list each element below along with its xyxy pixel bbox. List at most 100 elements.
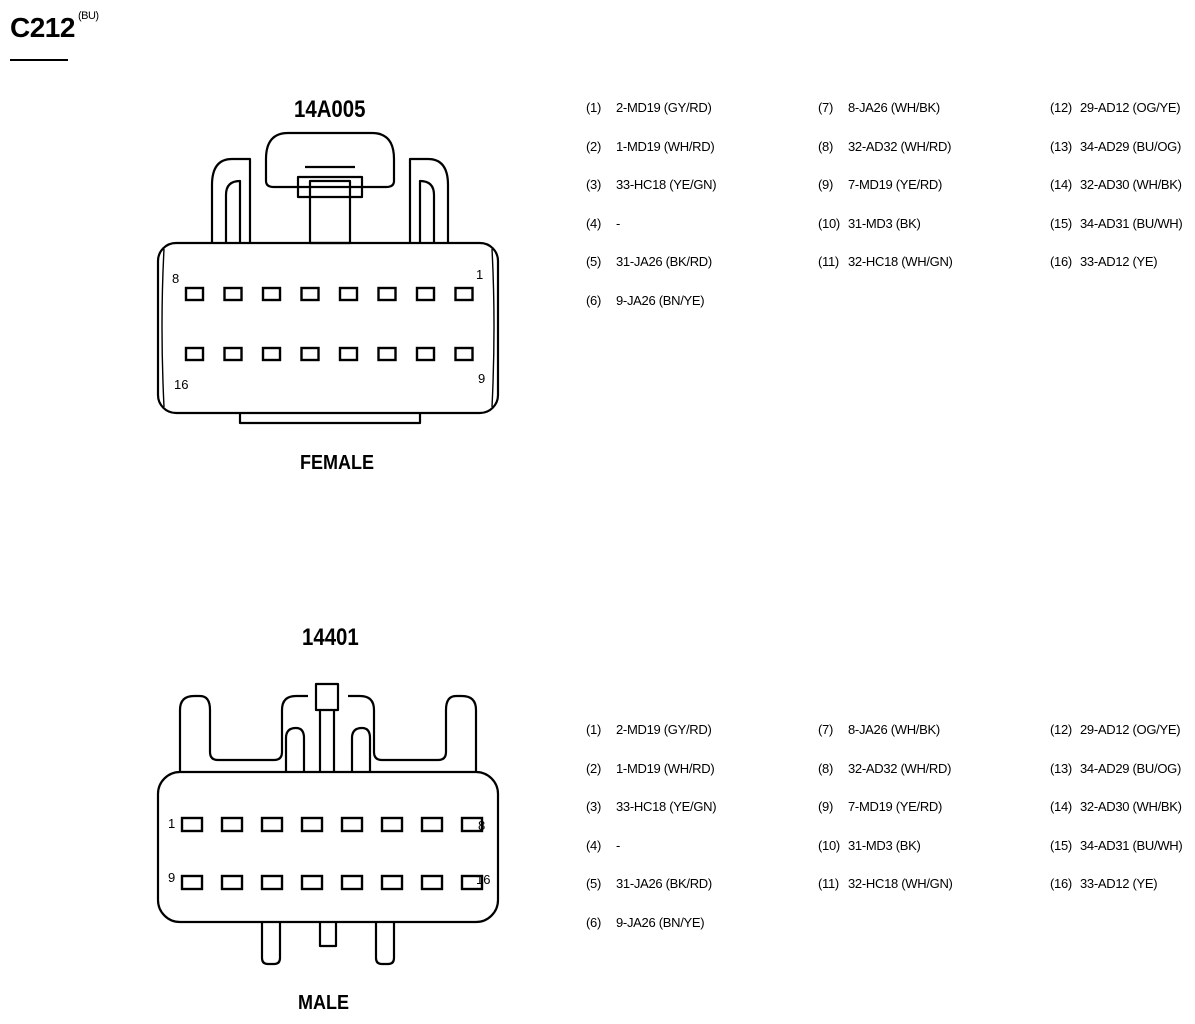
pin-number: (13) bbox=[1050, 760, 1072, 776]
pin-number: (14) bbox=[1050, 177, 1072, 192]
pin-entry: (3)33-HC18 (YE/GN) bbox=[586, 177, 717, 192]
pin-cavity bbox=[415, 286, 436, 302]
pin-cavity bbox=[260, 874, 284, 891]
pin-cavity bbox=[377, 286, 397, 302]
pin-entry: (16)33-AD12 (YE) bbox=[1050, 254, 1158, 269]
pin-cavity bbox=[420, 874, 444, 891]
male-corner-top-right: 8 bbox=[478, 818, 485, 833]
male-peg-left bbox=[260, 922, 282, 966]
pin-cavity bbox=[223, 286, 243, 302]
pin-number: (9) bbox=[818, 799, 833, 814]
pin-circuit: 34-AD29 (BU/OG) bbox=[1080, 138, 1181, 154]
pin-number: (5) bbox=[586, 876, 601, 891]
pin-entry: (8)32-AD32 (WH/RD) bbox=[818, 761, 951, 776]
pin-number: (2) bbox=[586, 760, 601, 776]
female-corner-bottom-left: 16 bbox=[174, 377, 188, 392]
pin-cavity bbox=[300, 874, 324, 891]
pin-circuit: 2-MD19 (GY/RD) bbox=[616, 722, 712, 737]
pin-circuit: 32-AD30 (WH/BK) bbox=[1080, 177, 1182, 192]
pin-entry: (8) 32-AD32 (WH/RD) bbox=[818, 139, 951, 154]
pin-cavity bbox=[260, 816, 284, 833]
pin-cavity bbox=[300, 816, 324, 833]
pin-circuit: 8-JA26 (WH/BK) bbox=[848, 100, 940, 115]
pin-circuit: 33-AD12 (YE) bbox=[1080, 254, 1158, 269]
pin-cavity bbox=[377, 346, 397, 362]
pin-circuit: 9-JA26 (BN/YE) bbox=[616, 914, 705, 930]
pin-circuit: 32-AD32 (WH/RD) bbox=[848, 138, 952, 154]
pin-circuit: 33-AD12 (YE) bbox=[1080, 876, 1158, 891]
pin-cavity bbox=[415, 346, 436, 362]
pin-entry: (9)7-MD19 (YE/RD) bbox=[818, 177, 942, 192]
pin-entry: (5)31-JA26 (BK/RD) bbox=[586, 254, 712, 269]
pin-entry: (2)1-MD19 (WH/RD) bbox=[586, 139, 715, 154]
male-corner-top-left: 1 bbox=[168, 816, 175, 831]
pin-entry: (7)8-JA26 (WH/BK) bbox=[818, 100, 940, 115]
pin-entry: (12) 29-AD12 (OG/YE) bbox=[1050, 722, 1181, 737]
female-right-ear bbox=[408, 157, 450, 243]
connector-color-code: (BU) bbox=[77, 10, 99, 22]
pin-circuit: 2-MD19 (GY/RD) bbox=[616, 100, 712, 115]
pin-entry: (2) 1-MD19 (WH/RD) bbox=[586, 760, 715, 776]
pin-number: (14) bbox=[1050, 799, 1072, 814]
pin-number: (10) bbox=[818, 215, 840, 231]
female-gender-label: FEMALE bbox=[300, 452, 374, 474]
female-pin-list: (1)2-MD19 (GY/RD)(2)1-MD19 (WH/RD)(3)33-… bbox=[586, 100, 1186, 320]
pin-entry: (6)9-JA26 (BN/YE) bbox=[586, 293, 705, 308]
pin-number: (16) bbox=[1050, 876, 1072, 891]
male-peg-right bbox=[374, 922, 396, 966]
pin-cavity bbox=[340, 874, 364, 891]
male-gender-label: MALE bbox=[298, 992, 350, 1014]
male-pin-list: (1) 2-MD19 (GY/RD) (2) 1-MD19 (WH/RD) (3) 33-… bbox=[586, 722, 1186, 942]
male-center-key bbox=[314, 682, 340, 712]
pin-cavity bbox=[420, 816, 444, 833]
title-underline bbox=[10, 59, 68, 61]
pin-entry: (4)- bbox=[586, 838, 620, 853]
female-bottom-tab bbox=[238, 413, 422, 425]
connector-id: C212 bbox=[10, 12, 75, 43]
pin-cavity bbox=[340, 816, 364, 833]
pin-number: (15) bbox=[1050, 837, 1072, 853]
male-corner-bottom-left: 9 bbox=[168, 870, 175, 885]
female-center-key bbox=[308, 179, 352, 245]
pin-cavity bbox=[338, 286, 359, 302]
pin-entry: (12)29-AD12 (OG/YE) bbox=[1050, 100, 1181, 115]
pin-entry: (16) 33-AD12 (YE) bbox=[1050, 876, 1158, 891]
pin-number: (13) bbox=[1050, 138, 1072, 154]
pin-circuit: 34-AD29 (BU/OG) bbox=[1080, 760, 1181, 776]
pin-number: (12) bbox=[1050, 722, 1072, 737]
male-body bbox=[156, 770, 500, 924]
pin-circuit: 1-MD19 (WH/RD) bbox=[616, 760, 715, 776]
pin-number: (10) bbox=[818, 837, 840, 853]
pin-circuit: - bbox=[616, 837, 621, 853]
male-part-number: 14401 bbox=[302, 624, 359, 651]
pin-number: (3) bbox=[586, 799, 601, 814]
pin-circuit: 32-HC18 (WH/GN) bbox=[848, 876, 953, 891]
female-left-ear bbox=[210, 157, 252, 243]
female-corner-top-left: 8 bbox=[172, 271, 179, 286]
pin-entry: (6) 9-JA26 (BN/YE) bbox=[586, 914, 705, 930]
pin-number: (6) bbox=[586, 914, 601, 930]
pin-entry: (13) 34-AD29 (BU/OG) bbox=[1050, 761, 1181, 776]
male-corner-bottom-right: 16 bbox=[476, 872, 490, 887]
pin-circuit: 31-JA26 (BK/RD) bbox=[616, 876, 712, 891]
pin-number: (4) bbox=[586, 215, 601, 231]
pin-number: (1) bbox=[586, 722, 601, 737]
female-part-number: 14A005 bbox=[294, 96, 366, 123]
female-top-latch bbox=[264, 131, 396, 189]
pin-number: (9) bbox=[818, 177, 833, 192]
pin-circuit: 29-AD12 (OG/YE) bbox=[1080, 722, 1181, 737]
pin-cavity bbox=[180, 874, 204, 891]
pin-entry: (13) 34-AD29 (BU/OG) bbox=[1050, 139, 1181, 154]
male-connector-drawing: 1 8 9 16 bbox=[156, 682, 500, 966]
pin-circuit: - bbox=[616, 215, 621, 231]
pin-cavity bbox=[380, 816, 404, 833]
pin-circuit: 31-JA26 (BK/RD) bbox=[616, 254, 712, 269]
pin-cavity bbox=[380, 874, 404, 891]
pin-circuit: 34-AD31 (BU/WH) bbox=[1080, 215, 1183, 231]
pin-cavity bbox=[454, 286, 474, 302]
pin-entry: (10) 31-MD3 (BK) bbox=[818, 216, 921, 231]
pin-circuit: 32-AD30 (WH/BK) bbox=[1080, 799, 1182, 814]
pin-circuit: 31-MD3 (BK) bbox=[848, 215, 921, 231]
male-peg-center bbox=[318, 922, 338, 948]
pin-number: (8) bbox=[818, 138, 833, 154]
